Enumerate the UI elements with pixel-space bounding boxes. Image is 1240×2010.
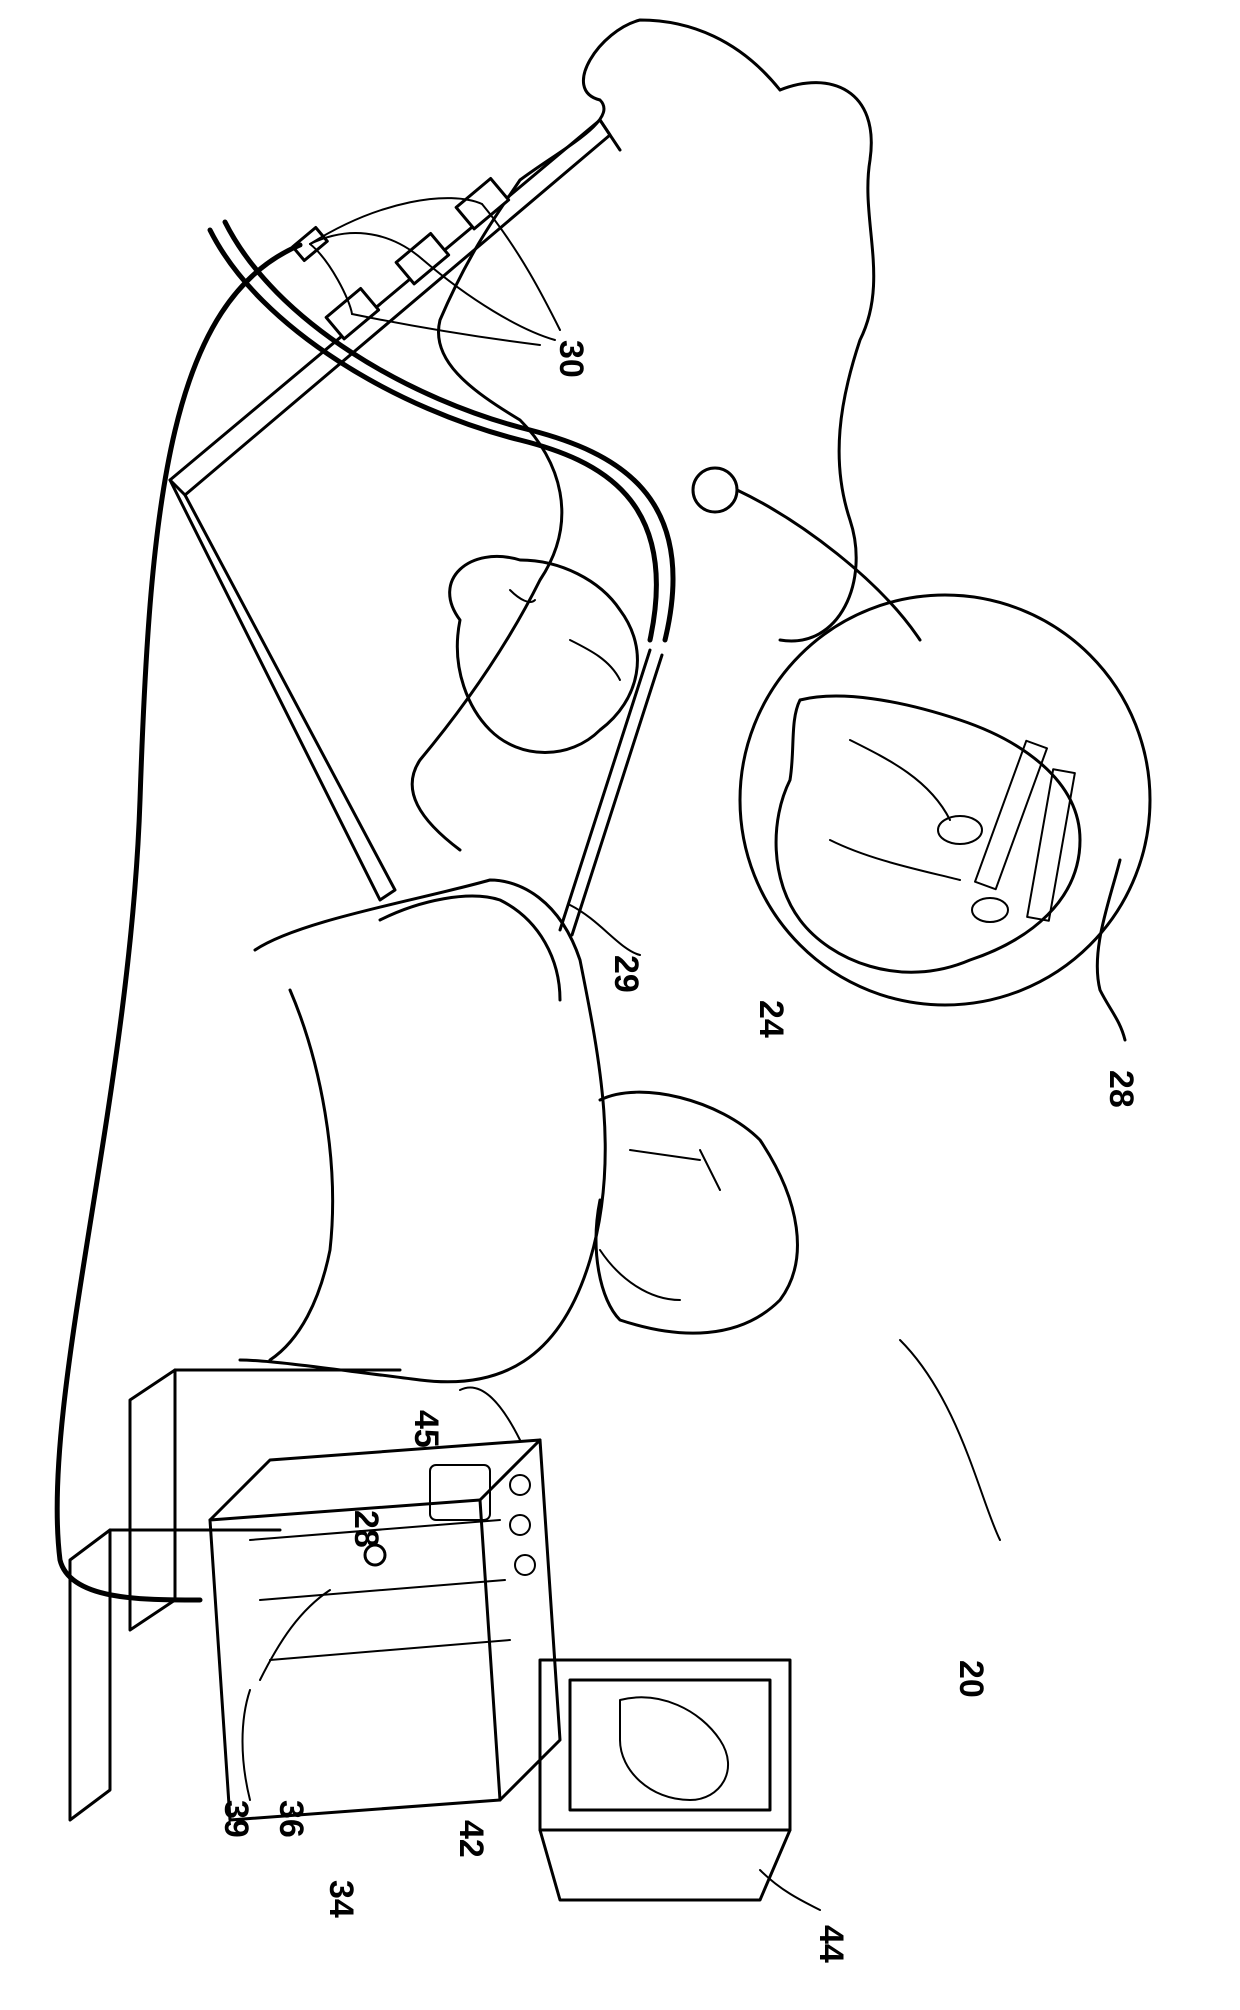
label-catheter-inset: 28: [1102, 1070, 1140, 1108]
catheter-sheath: [560, 650, 662, 955]
label-module-36: 36: [272, 1800, 310, 1838]
inset-pointer: [693, 468, 920, 640]
label-console: 42: [452, 1820, 490, 1858]
operating-table: [170, 120, 620, 900]
label-module-39: 39: [217, 1800, 255, 1838]
label-catheter-console: 28: [347, 1510, 385, 1548]
patient-head: [450, 556, 638, 752]
label-monitor: 44: [812, 1925, 850, 1963]
console-unit: [210, 1440, 560, 1820]
physician: [240, 880, 797, 1382]
leader-lines: [243, 1340, 1001, 1910]
patient-outline: [412, 20, 874, 850]
label-system: 20: [952, 1660, 990, 1698]
label-electrodes: 30: [552, 340, 590, 378]
electrode-patches: [293, 178, 560, 345]
label-console-system: 34: [322, 1880, 360, 1918]
label-sheath: 29: [607, 955, 645, 993]
label-heart: 24: [752, 1000, 790, 1038]
monitor: [540, 1660, 790, 1900]
label-console-display: 45: [407, 1410, 445, 1448]
heart-inset: [740, 595, 1150, 1040]
